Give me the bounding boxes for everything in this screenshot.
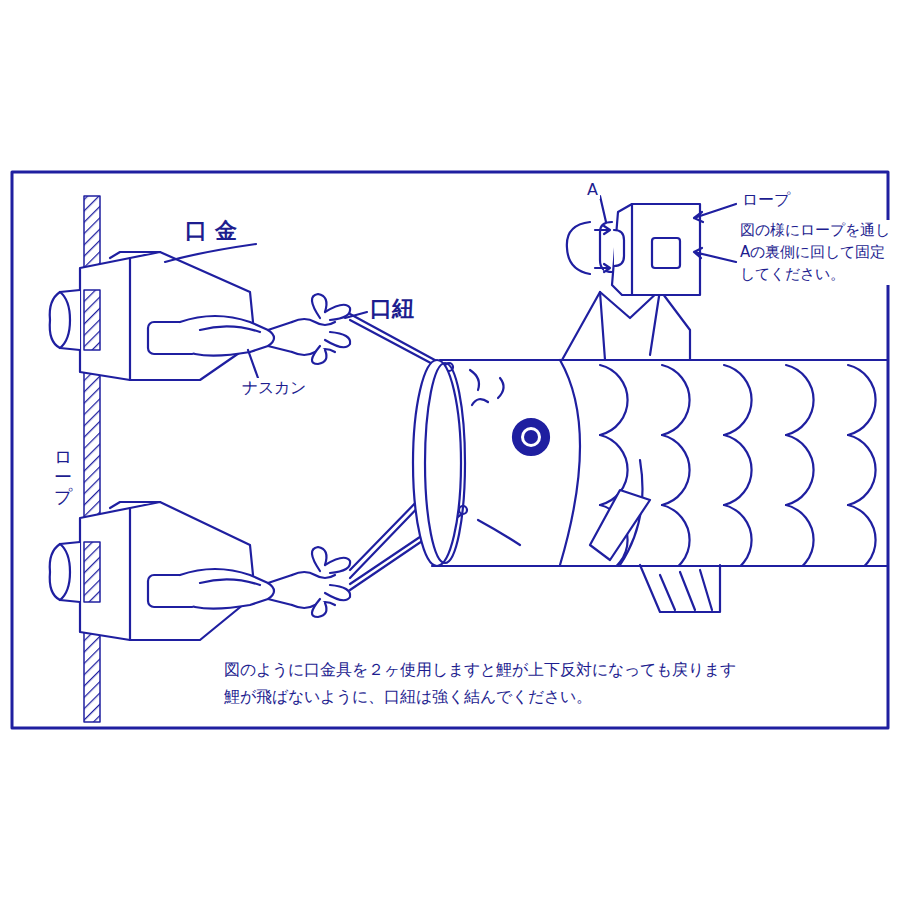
clasp-detail bbox=[567, 196, 700, 295]
part-label: 口 金 bbox=[183, 218, 239, 244]
clasp-bottom bbox=[50, 502, 350, 640]
part-label: ロープ bbox=[54, 445, 72, 508]
scale bbox=[786, 365, 814, 435]
instruction-note: 図の様にロープを通し Aの裏側に回して固定 してください。 bbox=[738, 220, 900, 285]
scale bbox=[724, 435, 752, 505]
scale bbox=[662, 435, 690, 505]
leader bbox=[248, 350, 258, 378]
leader bbox=[165, 244, 256, 262]
clasp-top bbox=[50, 252, 350, 380]
scale bbox=[724, 505, 752, 565]
leader-arrow bbox=[694, 204, 736, 222]
part-label: ロープ bbox=[740, 190, 792, 209]
scale bbox=[786, 505, 814, 565]
scale bbox=[600, 365, 628, 435]
scale bbox=[724, 365, 752, 435]
scale bbox=[786, 435, 814, 505]
callout-letter: A bbox=[585, 180, 600, 199]
scale bbox=[848, 505, 876, 565]
carp bbox=[413, 290, 888, 645]
instruction-note: 鯉が飛ばないように、口紐は強く結んでください。 bbox=[222, 687, 594, 706]
scale bbox=[848, 365, 876, 435]
scale bbox=[662, 505, 690, 565]
part-label: ナスカン bbox=[240, 378, 308, 397]
instruction-note: 図のように口金具を２ヶ使用しますと鯉が上下反対になっても戻ります bbox=[222, 660, 738, 679]
leader bbox=[345, 312, 367, 318]
part-label: 口紐 bbox=[368, 296, 416, 322]
leader-arrow bbox=[694, 248, 736, 262]
scale bbox=[662, 365, 690, 435]
scale bbox=[848, 435, 876, 505]
